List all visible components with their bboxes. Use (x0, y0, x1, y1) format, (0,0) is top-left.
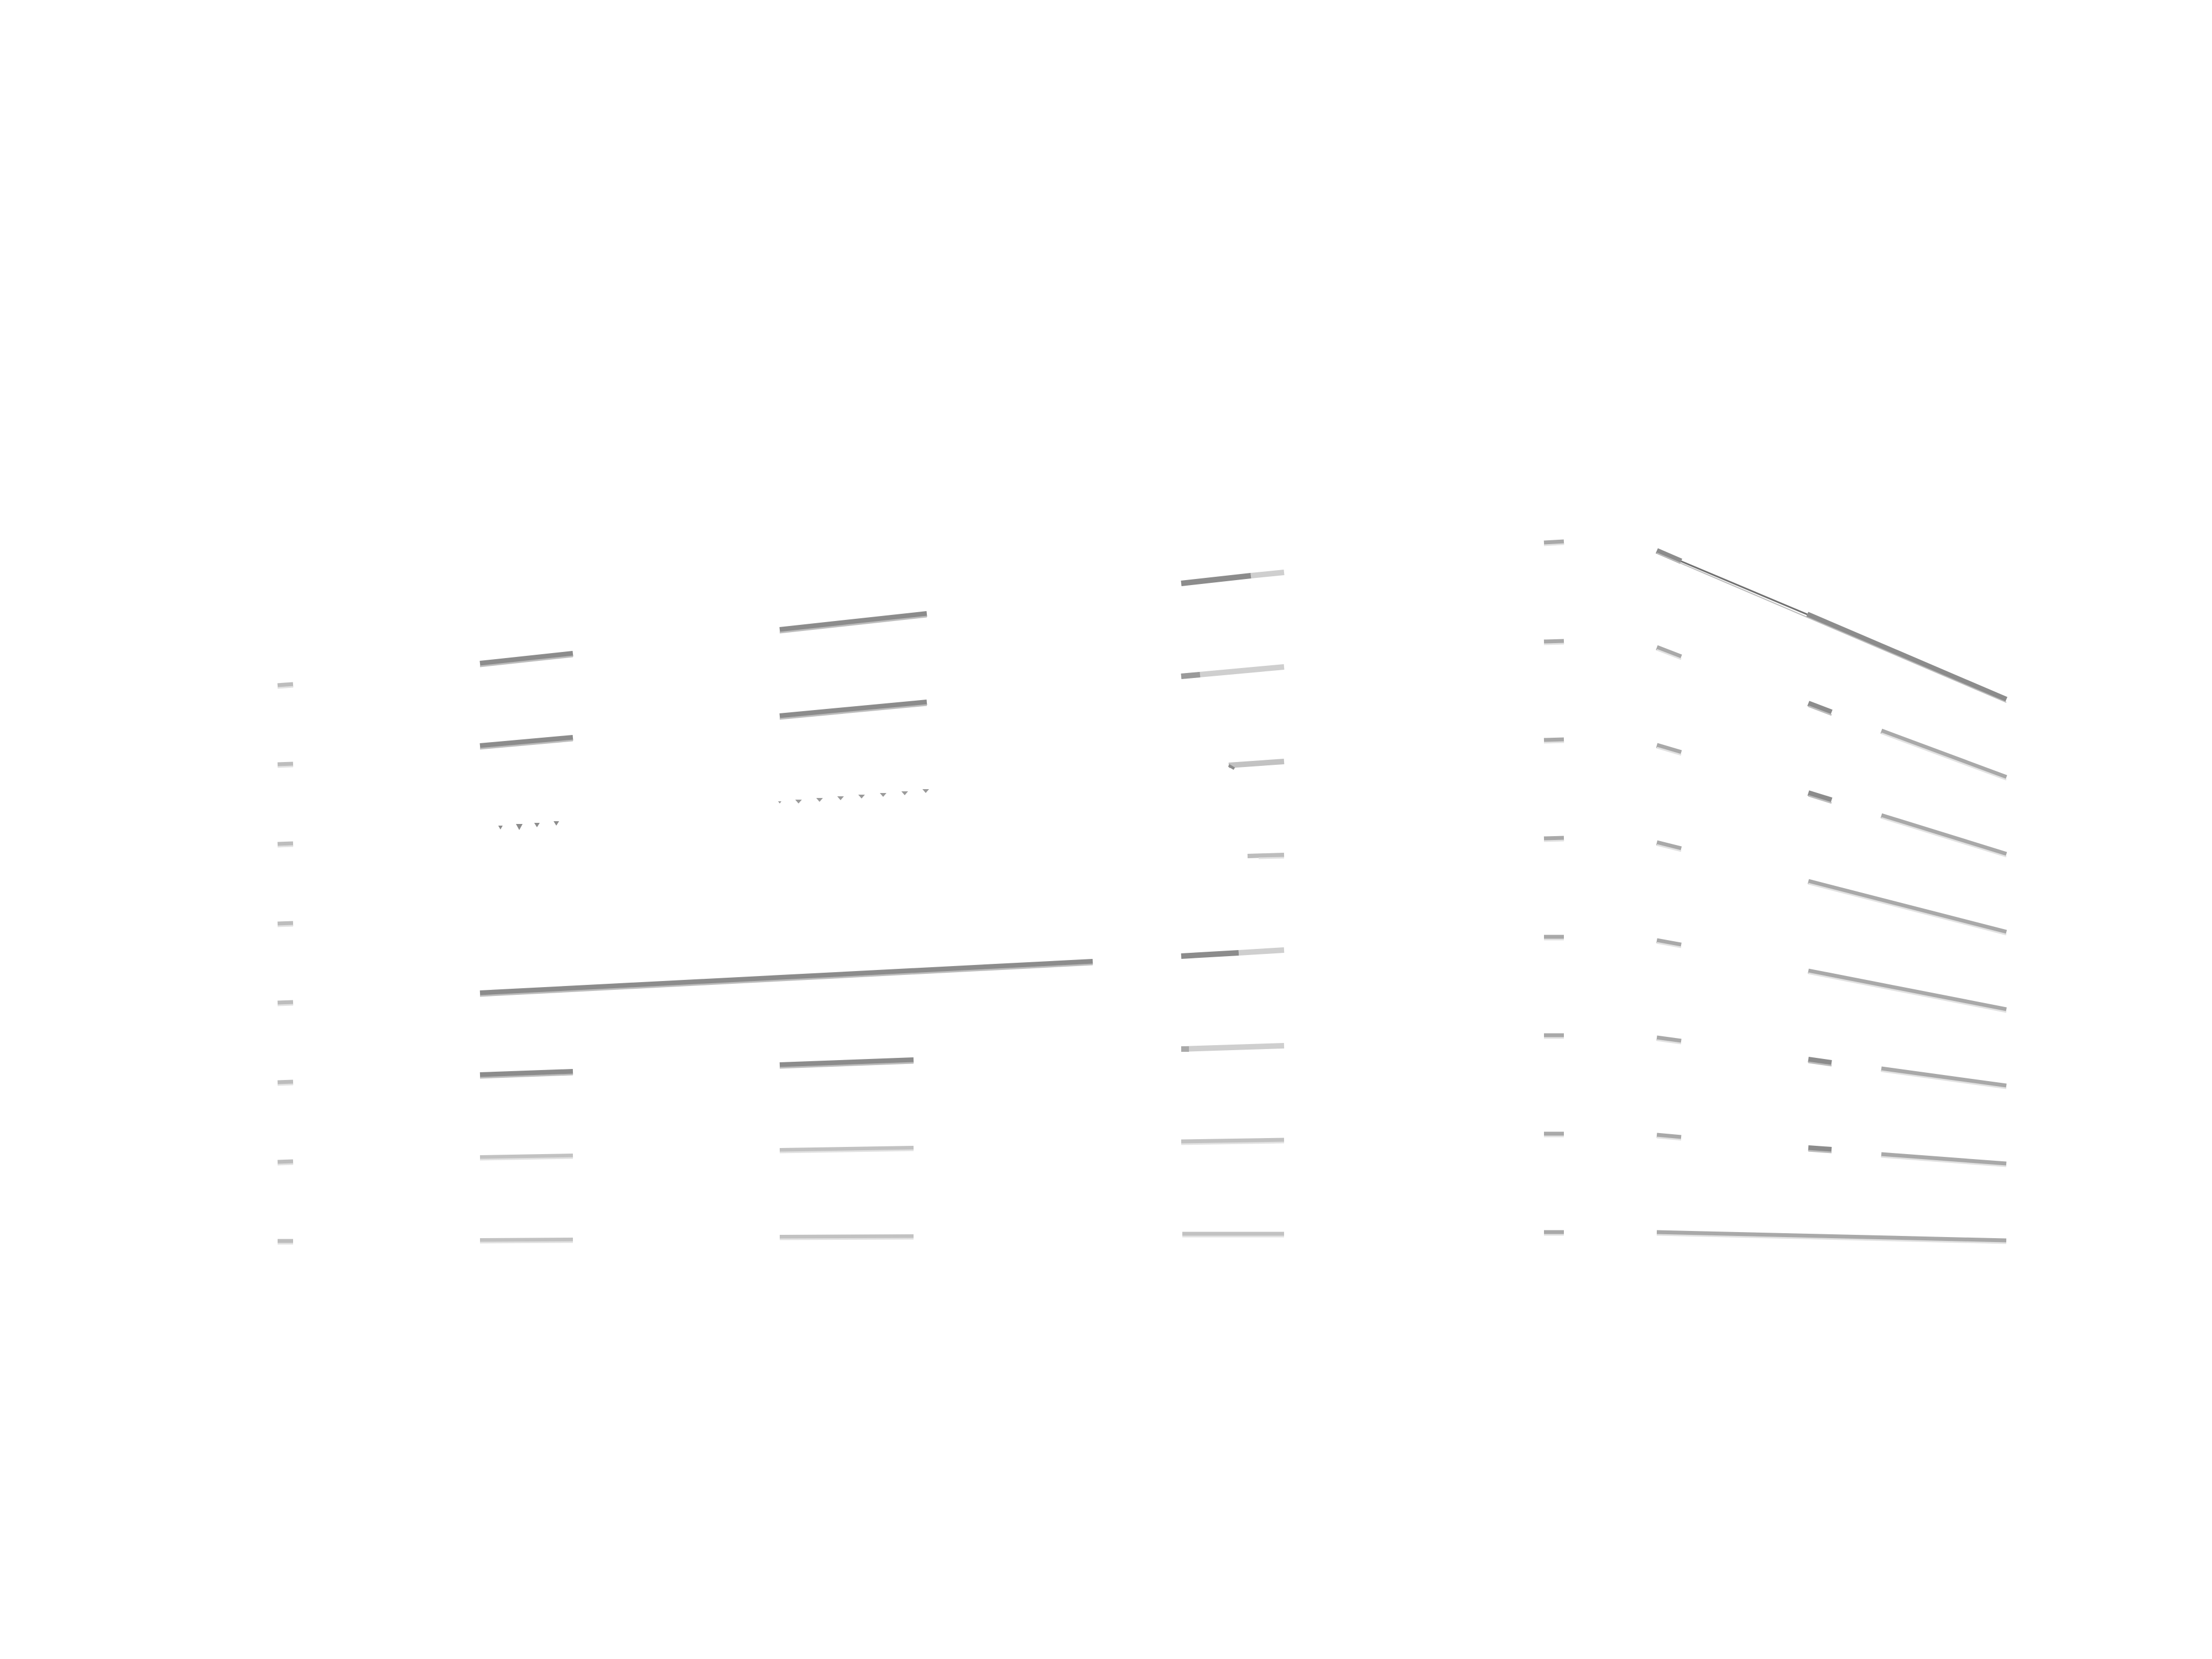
ledge (1181, 1138, 1285, 1145)
post (1544, 1033, 1564, 1039)
post (1543, 639, 1564, 645)
ledge (1181, 570, 1285, 586)
ledge (1181, 947, 1285, 959)
ledge (1656, 840, 1682, 852)
ledge (479, 1154, 573, 1161)
roof-line (1656, 548, 2007, 703)
ledge (1807, 790, 1833, 804)
ledge (277, 761, 294, 768)
post (1543, 737, 1564, 744)
ledge (1880, 728, 2007, 781)
ledge (1182, 1232, 1284, 1238)
ledge (1808, 1145, 1832, 1154)
ledge (479, 1238, 573, 1244)
post (1544, 1131, 1564, 1138)
base-line (1656, 1230, 2007, 1244)
ledge (1181, 1043, 1285, 1052)
ledge (1808, 1057, 1832, 1067)
ledge (1881, 1152, 2007, 1167)
small-marks (778, 789, 929, 804)
group-far-right-block (1656, 548, 2007, 1244)
ledge (1881, 1066, 2007, 1089)
group-far-left-ledges (277, 682, 294, 1245)
ledge (479, 651, 573, 667)
ledge (1656, 645, 1682, 660)
ledge (479, 1069, 573, 1079)
ledge (479, 735, 573, 750)
small-marks (498, 821, 559, 830)
ledge (1228, 759, 1285, 770)
ledge (277, 841, 294, 848)
ledge (1656, 938, 1682, 948)
ledge (779, 611, 927, 634)
ledge (278, 1239, 293, 1245)
ledge (779, 1234, 914, 1240)
post (1543, 836, 1564, 842)
ledge (1656, 1035, 1682, 1045)
group-left-block (479, 651, 1093, 1244)
ledge (1808, 968, 2007, 1013)
ledge (779, 700, 927, 720)
ledge (1247, 853, 1285, 859)
ledge (277, 1000, 294, 1006)
ledge (277, 1079, 294, 1086)
ledge (277, 682, 294, 689)
ledge (277, 1159, 294, 1166)
post (1544, 935, 1564, 941)
long-ledge (479, 959, 1093, 997)
ledge (1807, 879, 2007, 936)
ledge (1656, 743, 1682, 756)
ledge (1880, 813, 2007, 858)
post (1544, 1230, 1564, 1236)
group-center-right-column (1181, 570, 1285, 1238)
ledge (1181, 664, 1285, 679)
ledge (1807, 701, 1833, 716)
ledge (1656, 1133, 1682, 1141)
ledge (277, 921, 294, 927)
group-middle-block (778, 611, 929, 1240)
post (1543, 539, 1564, 546)
group-right-small-posts (1543, 539, 1564, 1236)
ledge (779, 1146, 914, 1154)
ledge (779, 1057, 914, 1069)
